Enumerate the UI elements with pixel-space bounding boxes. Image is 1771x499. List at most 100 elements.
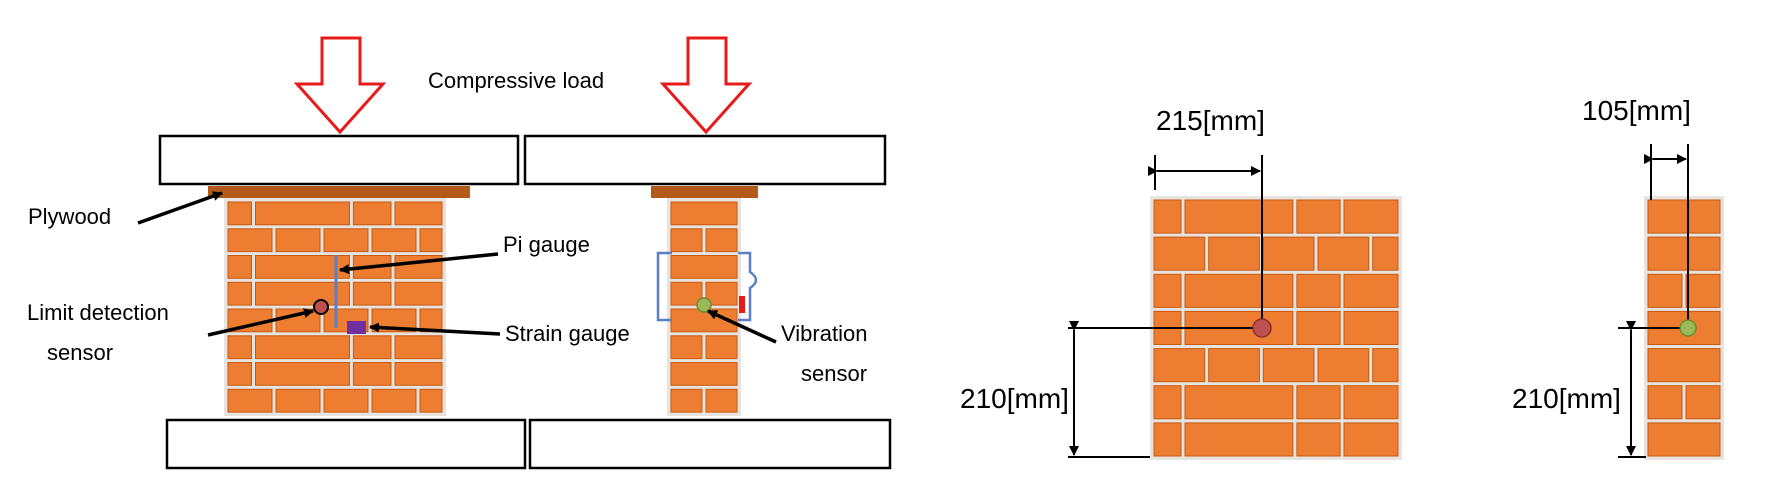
brick bbox=[352, 335, 392, 360]
brick bbox=[1296, 273, 1341, 308]
brick bbox=[1208, 236, 1260, 271]
strain-gauge-icon bbox=[347, 321, 366, 334]
brick bbox=[1343, 310, 1399, 345]
limit-detection-sensor-icon bbox=[313, 299, 329, 315]
brick bbox=[1296, 310, 1341, 345]
brick bbox=[275, 228, 321, 253]
brick bbox=[419, 228, 443, 253]
vibration-sensor-red-marker bbox=[739, 296, 745, 313]
brick bbox=[1685, 385, 1721, 420]
brick bbox=[670, 255, 738, 279]
wide-limit-sensor-icon bbox=[1252, 318, 1272, 338]
brick bbox=[255, 335, 350, 360]
bottom-plate-left bbox=[165, 418, 527, 470]
brick bbox=[1343, 422, 1399, 457]
brick bbox=[1317, 236, 1370, 271]
vibration-label-line1: Vibration bbox=[781, 321, 867, 346]
brick bbox=[1685, 273, 1721, 308]
vibration-label-line2: sensor bbox=[801, 361, 867, 386]
brick bbox=[227, 335, 252, 360]
brick bbox=[227, 255, 252, 279]
brick bbox=[1153, 199, 1182, 234]
vibration-sensor-pointer bbox=[707, 309, 777, 344]
wide-height-dimension-label: 210[mm] bbox=[960, 383, 1069, 414]
brick bbox=[227, 281, 252, 306]
load-arrow-right bbox=[659, 36, 753, 135]
wide-width-dimension-label: 215[mm] bbox=[1156, 105, 1265, 136]
compressive-load-label: Compressive load bbox=[428, 68, 604, 93]
narrow-width-dimension-label: 105[mm] bbox=[1582, 95, 1691, 126]
top-plate-left bbox=[158, 134, 520, 186]
brick bbox=[394, 335, 443, 360]
brick bbox=[1184, 199, 1294, 234]
brick bbox=[1153, 348, 1206, 383]
brick bbox=[1343, 385, 1399, 420]
brick bbox=[1647, 236, 1721, 271]
brick bbox=[1647, 273, 1683, 308]
brick bbox=[419, 388, 443, 413]
brick bbox=[323, 228, 369, 253]
brick bbox=[1647, 348, 1721, 383]
narrow-vibration-sensor-icon bbox=[1679, 319, 1697, 337]
bottom-plate-right bbox=[528, 418, 892, 470]
plywood-label: Plywood bbox=[28, 204, 111, 229]
narrow-height-dimension-label: 210[mm] bbox=[1512, 383, 1621, 414]
strain-gauge-label: Strain gauge bbox=[505, 321, 630, 346]
brick bbox=[227, 388, 273, 413]
brick bbox=[1317, 348, 1370, 383]
pi-gauge-pointer bbox=[339, 252, 499, 275]
wide-brick-specimen-loaded bbox=[224, 198, 446, 416]
brick bbox=[1647, 385, 1683, 420]
brick bbox=[371, 388, 417, 413]
brick bbox=[705, 281, 738, 306]
brick bbox=[1153, 422, 1182, 457]
vibration-sensor-icon bbox=[696, 297, 712, 313]
brick bbox=[670, 201, 738, 226]
brick bbox=[670, 335, 703, 360]
brick bbox=[227, 201, 252, 226]
plywood-right bbox=[651, 186, 758, 198]
brick bbox=[670, 228, 703, 253]
brick bbox=[371, 228, 417, 253]
brick bbox=[1296, 385, 1341, 420]
brick bbox=[1647, 199, 1721, 234]
brick bbox=[1372, 348, 1399, 383]
brick bbox=[1262, 236, 1315, 271]
brick bbox=[1208, 348, 1260, 383]
brick bbox=[323, 388, 369, 413]
brick bbox=[1153, 236, 1206, 271]
load-arrow-left bbox=[293, 36, 387, 135]
brick bbox=[394, 362, 443, 386]
brick bbox=[1184, 422, 1294, 457]
brick bbox=[670, 362, 738, 386]
plywood-left bbox=[208, 186, 470, 198]
top-plate-right bbox=[523, 134, 887, 186]
brick bbox=[1296, 199, 1341, 234]
limit-sensor-pointer bbox=[207, 308, 314, 337]
limit-detection-label-line1: Limit detection bbox=[27, 300, 169, 325]
wide-brick-specimen-dimensioned bbox=[1150, 196, 1402, 460]
brick bbox=[705, 228, 738, 253]
brick bbox=[670, 388, 703, 413]
plywood-pointer bbox=[137, 191, 223, 225]
brick bbox=[227, 228, 273, 253]
brick bbox=[705, 335, 738, 360]
brick bbox=[352, 201, 392, 226]
brick bbox=[394, 281, 443, 306]
brick bbox=[1153, 273, 1182, 308]
strain-gauge-pointer bbox=[369, 322, 501, 336]
brick bbox=[255, 362, 350, 386]
brick bbox=[670, 281, 703, 306]
brick bbox=[1647, 422, 1721, 457]
brick bbox=[1184, 273, 1294, 308]
brick bbox=[1153, 385, 1182, 420]
brick bbox=[1343, 199, 1399, 234]
brick bbox=[1372, 236, 1399, 271]
brick bbox=[227, 362, 252, 386]
brick bbox=[1296, 422, 1341, 457]
brick bbox=[394, 201, 443, 226]
brick bbox=[1343, 273, 1399, 308]
brick bbox=[1184, 385, 1294, 420]
brick bbox=[275, 388, 321, 413]
